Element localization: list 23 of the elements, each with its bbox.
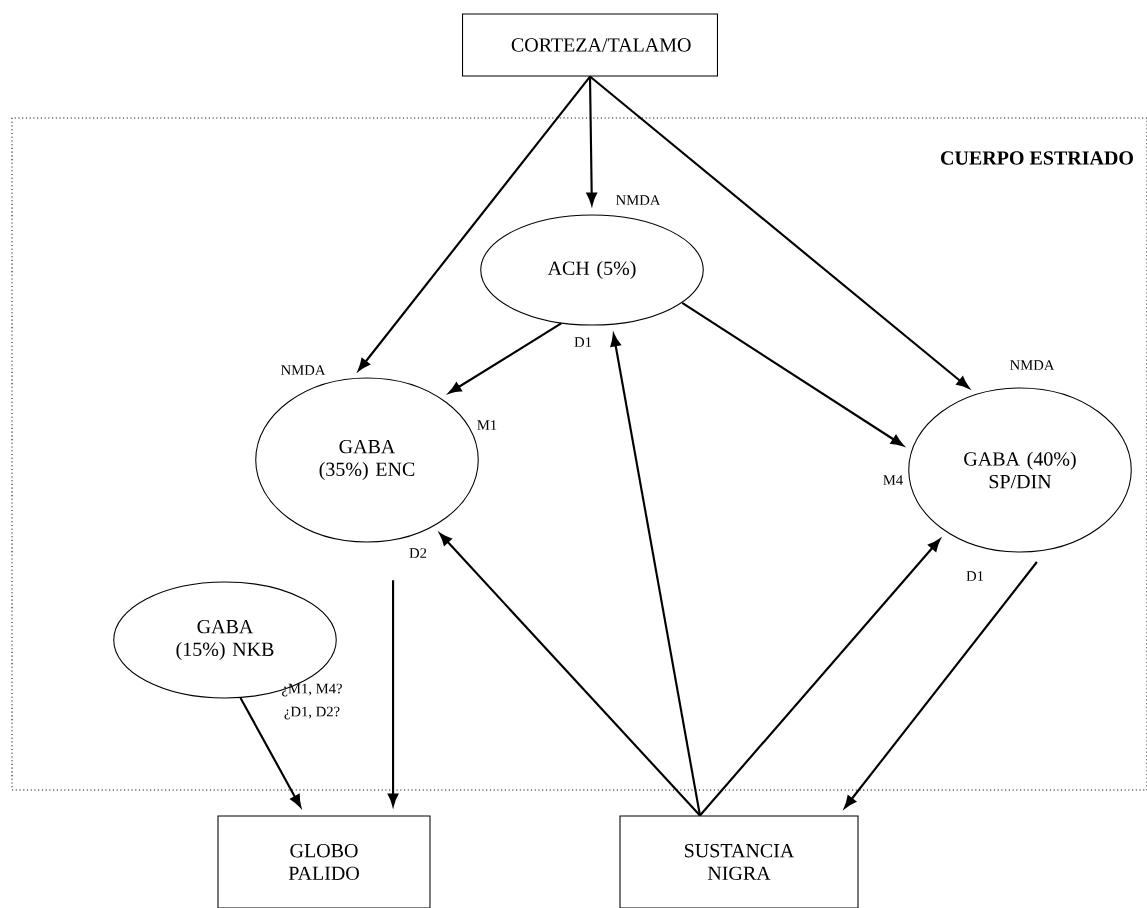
arrow	[844, 561, 1038, 809]
receptor-label: D1	[574, 337, 592, 347]
arrow	[681, 301, 904, 447]
arrow	[586, 76, 597, 206]
structure-box: SUSTANCIA NIGRA	[619, 815, 859, 908]
receptor-label: M4	[883, 475, 903, 485]
arrow	[589, 75, 970, 389]
arrow	[387, 580, 399, 807]
receptor-label: D1	[966, 571, 984, 581]
receptor-label: NMDA	[281, 365, 326, 375]
arrow	[439, 532, 701, 817]
receptor-label: ¿M1, M4?	[282, 683, 342, 697]
structure-box: CORTEZA/TALAMO	[462, 13, 718, 77]
arrow	[448, 322, 562, 394]
receptor-label: D2	[409, 548, 427, 558]
arrow	[239, 697, 302, 808]
arrow	[699, 538, 941, 817]
receptor-label: M1	[477, 420, 497, 430]
receptor-label: NMDA	[1010, 360, 1055, 370]
arrow	[610, 333, 701, 816]
arrow	[357, 75, 591, 372]
structure-box: GLOBO PALIDO	[217, 815, 431, 908]
receptor-label: NMDA	[616, 195, 661, 205]
